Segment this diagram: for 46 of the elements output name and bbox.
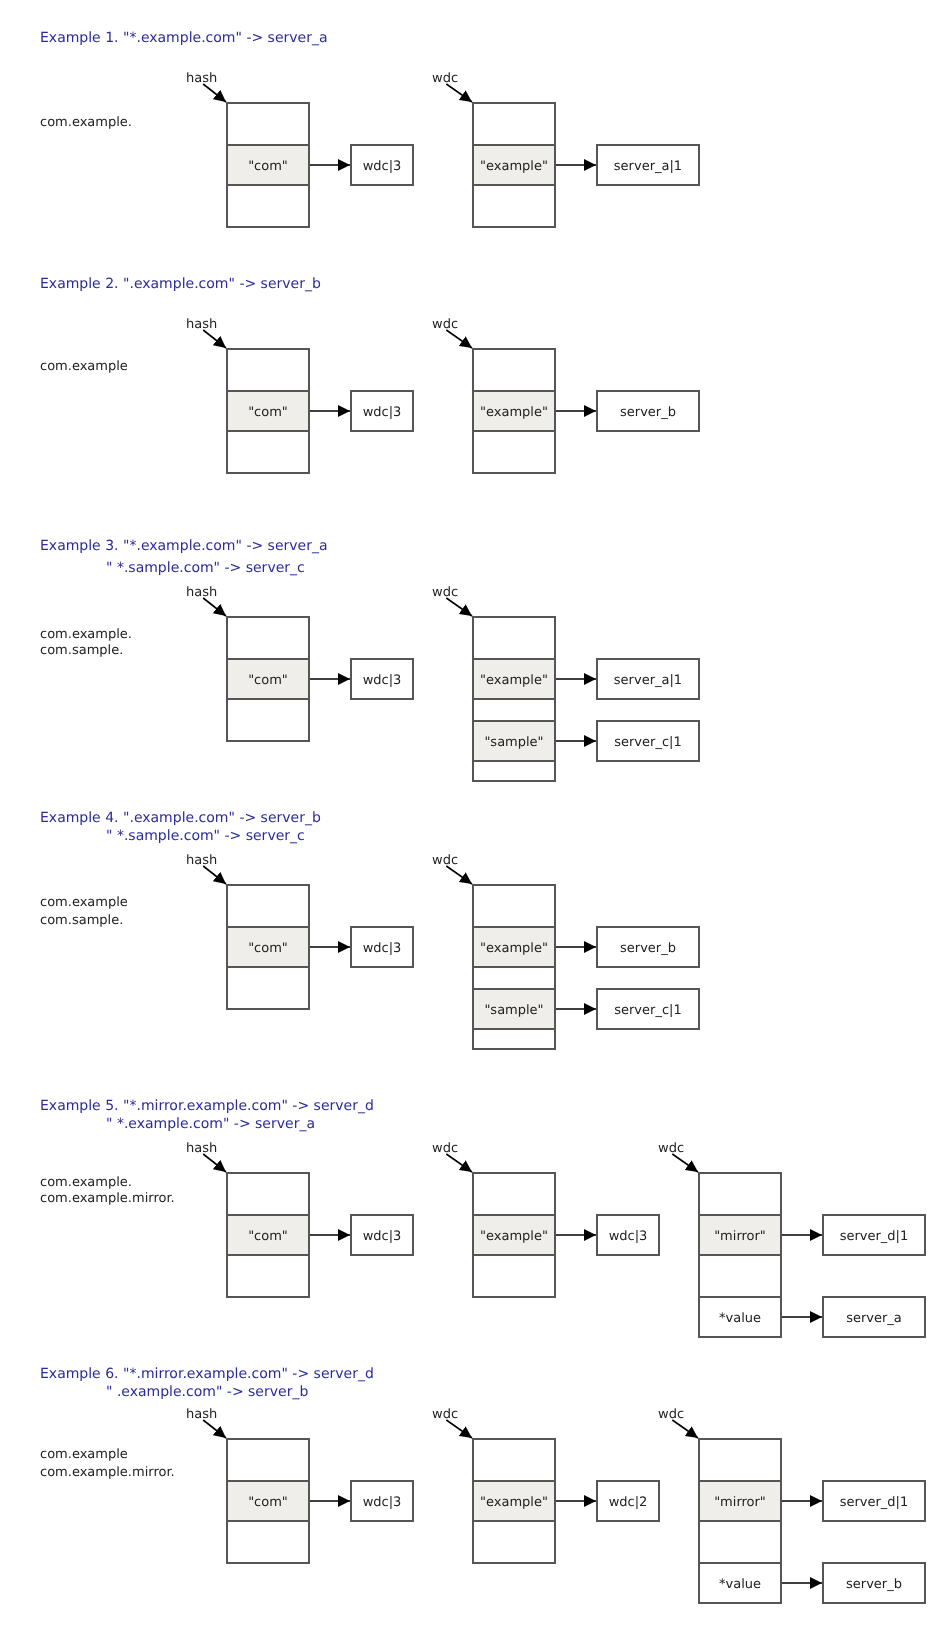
arrow [309,1495,351,1507]
hash-table [226,102,310,228]
arrow [555,1003,597,1015]
arrow [309,941,351,953]
arrow [555,1229,597,1241]
hash-table [226,1438,310,1564]
arrow [781,1495,823,1507]
arrow [309,159,351,171]
arrow [445,1419,473,1439]
hash-table [472,1438,556,1564]
hash-table [698,1172,782,1338]
arrow [309,405,351,417]
arrow [555,941,597,953]
arrow [781,1229,823,1241]
arrow [671,1153,699,1173]
hash-table [226,1172,310,1298]
hash-table [472,102,556,228]
arrow [202,329,227,349]
arrow [309,673,351,685]
arrow [202,1153,227,1173]
arrow [555,1495,597,1507]
arrow [555,159,597,171]
hash-table [472,348,556,474]
arrow [555,405,597,417]
arrow [555,735,597,747]
arrow [781,1577,823,1589]
arrow [309,1229,351,1241]
arrow [202,597,227,617]
hash-table [698,1438,782,1604]
arrow [555,673,597,685]
arrow [202,83,227,103]
arrow [202,1419,227,1439]
hash-table [472,1172,556,1298]
arrow [202,865,227,885]
hash-table [226,348,310,474]
arrow [445,597,473,617]
arrow [445,1153,473,1173]
arrow [445,865,473,885]
hash-table [472,884,556,1050]
arrow [781,1311,823,1323]
hash-table [226,884,310,1010]
arrow [445,83,473,103]
arrow [445,329,473,349]
hash-table [226,616,310,742]
hash-table [472,616,556,782]
arrow [671,1419,699,1439]
